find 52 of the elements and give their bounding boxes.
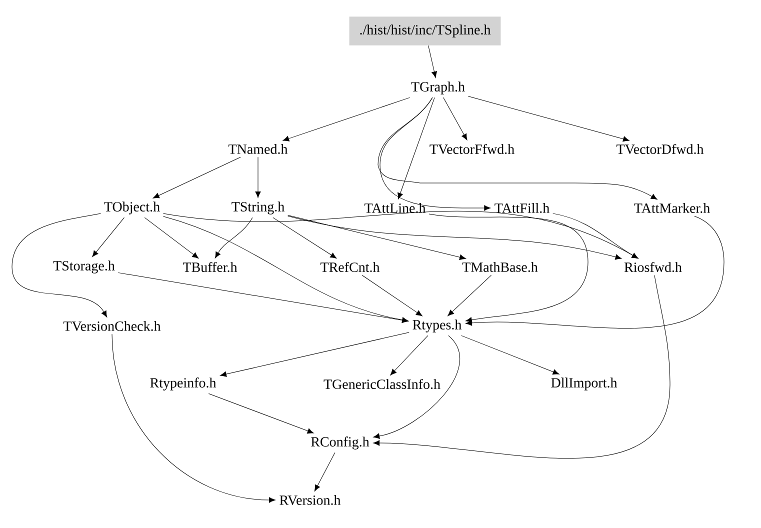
file-label: TGenericClassInfo.h <box>324 378 440 390</box>
file-box: ./hist/hist/inc/TSpline.h <box>349 16 501 46</box>
arrow <box>373 335 460 439</box>
file-label: Rtypeinfo.h <box>150 378 216 390</box>
file-label: TMathBase.h <box>462 262 538 272</box>
arrow <box>208 393 314 434</box>
file-label: TRefCnt.h <box>320 262 380 272</box>
file-label: TAttMarker.h <box>634 203 710 213</box>
arrow <box>220 332 410 377</box>
arrow <box>373 274 670 459</box>
file-label: DllImport.h <box>551 378 618 390</box>
file-label: TVectorDfwd.h <box>616 144 704 154</box>
arrow <box>152 156 241 198</box>
arrow <box>214 217 253 258</box>
file-label: TBuffer.h <box>182 262 238 272</box>
file-label: TVersionCheck.h <box>63 321 161 331</box>
file-label: TString.h <box>232 202 284 214</box>
arrow <box>378 97 658 200</box>
arrow <box>288 215 466 260</box>
file-label: TStorage.h <box>53 260 115 274</box>
arrow <box>255 156 261 198</box>
file-label: TAttLine.h <box>364 203 426 213</box>
file-label: TVectorFfwd.h <box>430 144 514 154</box>
arrow <box>466 216 724 329</box>
arrow <box>362 274 422 316</box>
file-label: RVersion.h <box>280 495 341 505</box>
arrow <box>428 214 588 323</box>
arrow <box>282 97 410 142</box>
file-label: TNamed.h <box>228 144 288 154</box>
arrow <box>288 216 622 260</box>
arrow <box>314 452 336 492</box>
file-label: TAttFill.h <box>494 203 550 213</box>
arrow <box>428 45 438 78</box>
arrow <box>390 335 428 376</box>
arrow <box>448 274 492 316</box>
arrow <box>461 335 560 375</box>
arrow <box>272 217 337 259</box>
arrow <box>12 213 108 318</box>
arrow <box>468 96 630 142</box>
file-label: TObject.h <box>104 202 160 214</box>
arrow <box>144 217 199 258</box>
arrow <box>163 216 408 323</box>
file-label: RConfig.h <box>311 436 370 450</box>
arrow <box>398 97 435 200</box>
arrow <box>112 334 276 503</box>
file-label: Rtypes.h <box>412 320 462 332</box>
file-label: Riosfwd.h <box>624 262 682 272</box>
file-label: TGraph.h <box>411 82 465 94</box>
arrow <box>552 213 638 259</box>
arrow <box>118 272 408 323</box>
arrow <box>92 217 124 257</box>
arrow <box>443 97 468 140</box>
